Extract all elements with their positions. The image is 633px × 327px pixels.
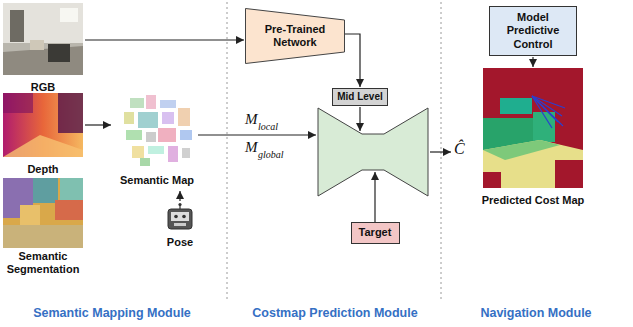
robot-icon-part — [174, 223, 186, 226]
cost-map-image — [483, 68, 583, 188]
semantic-map-image-part — [130, 98, 144, 108]
cost-map: Predicted Cost Map — [472, 68, 594, 208]
semantic-map-image-part — [180, 130, 192, 140]
semantic-map-image-part — [148, 146, 164, 154]
semantic-map-image-part — [138, 112, 158, 128]
rgb-image-part — [3, 3, 83, 75]
math-subscript: global — [258, 149, 284, 160]
bottleneck-network — [318, 108, 428, 196]
robot-icon-part — [174, 215, 178, 219]
semantic-map-image-part — [162, 112, 174, 124]
node-label: Semantic Map — [120, 174, 194, 187]
segmentation-image-part — [55, 200, 83, 220]
rgb-image-part — [10, 10, 24, 42]
cost-map-image-part — [500, 98, 532, 114]
depth-input: Depth — [2, 93, 84, 177]
encoder-trapezoid: Pre-Trained Network — [245, 8, 345, 64]
semantic-map: Semantic Map — [112, 92, 202, 188]
cost-map-image-part — [483, 140, 560, 160]
cost-map-image-part — [555, 160, 583, 188]
flow-arrow — [345, 34, 360, 87]
module-separator — [227, 2, 441, 300]
semantic-map-image-part — [140, 158, 150, 166]
segmentation-image-part — [20, 205, 40, 225]
flow-arrow-part — [359, 107, 360, 131]
flow-arrow — [85, 39, 244, 40]
rgb-image-part — [3, 46, 83, 75]
module-separator-part — [441, 2, 442, 300]
flow-arrow — [198, 107, 451, 222]
node-label: RGB — [31, 81, 55, 94]
node-label: Predicted Cost Map — [482, 194, 585, 207]
cost-map-image-part — [483, 68, 583, 188]
semantic-map-image-part — [168, 146, 178, 162]
math-symbol: Ĉ — [454, 140, 465, 158]
semantic-map-image-part — [182, 148, 190, 158]
segmentation-image-part — [60, 178, 83, 200]
depth-image-part — [3, 93, 33, 113]
semantic-map-image-part — [146, 132, 156, 142]
rgb-image-part — [60, 8, 78, 22]
module-title: Semantic Mapping Module — [12, 307, 212, 321]
node-label: Depth — [27, 163, 58, 176]
math-symbol: M — [245, 139, 258, 156]
cost-map-image-part — [483, 140, 583, 188]
process-box: Model Predictive Control — [489, 6, 577, 56]
node-label: Pre-Trained Network — [255, 23, 335, 49]
depth-image-part — [58, 93, 83, 133]
semantic-map-image-part — [158, 128, 176, 142]
segmentation-input: Semantic Segmentation — [2, 178, 84, 277]
rgb-input: RGB — [2, 3, 84, 95]
cost-map-image-part — [532, 96, 552, 128]
semantic-map-image-part — [146, 95, 156, 109]
robot-icon — [168, 203, 192, 229]
math-symbol: M — [245, 111, 258, 128]
semantic-map-image-part — [178, 108, 190, 126]
node-label: Target — [359, 226, 392, 239]
module-title: Costmap Prediction Module — [230, 307, 440, 321]
segmentation-image-part — [33, 178, 58, 203]
pose-input: Pose — [160, 204, 200, 250]
node-label: Mid Level — [337, 91, 383, 103]
module-title: Navigation Module — [443, 307, 629, 321]
rgb-image-part — [30, 40, 44, 50]
process-box: Target — [351, 222, 400, 244]
trapezoid-shape — [246, 9, 345, 64]
process-box: Mid Level — [332, 88, 388, 106]
node-label: Pose — [167, 236, 193, 249]
semantic-map-image-part — [126, 130, 142, 140]
node-label: Model Predictive Control — [497, 11, 569, 51]
cost-map-image-part — [483, 172, 501, 188]
depth-image — [3, 93, 83, 157]
cost-map-image-part — [532, 96, 565, 108]
flow-arrow-part — [430, 151, 451, 152]
rgb-image-part — [48, 44, 70, 62]
semantic-map-image — [124, 95, 192, 166]
segmentation-image-part — [3, 178, 83, 248]
depth-image-part — [3, 93, 83, 157]
robot-icon-part — [168, 209, 192, 229]
robot-icon-part — [171, 212, 189, 221]
depth-image-part — [3, 135, 83, 157]
cost-map-image-part — [532, 96, 562, 116]
flow-arrow-part — [374, 172, 375, 222]
semantic-map-image-part — [124, 112, 134, 124]
semantic-map-image-part — [160, 100, 176, 108]
flow-arrow — [85, 124, 111, 125]
robot-icon-part — [182, 215, 186, 219]
flow-arrow-part — [198, 134, 316, 135]
segmentation-image-part — [3, 225, 83, 248]
bottleneck-network-part — [318, 108, 428, 196]
node-label: Semantic Segmentation — [2, 250, 84, 276]
rgb-image — [3, 3, 83, 75]
flow-arrow — [179, 191, 180, 201]
math-subscript: local — [258, 121, 278, 132]
semantic-map-image-part — [132, 146, 144, 158]
robot-icon-part — [178, 203, 181, 206]
rgb-image-part — [3, 3, 83, 43]
flow-arrow — [532, 57, 533, 67]
segmentation-image — [3, 178, 83, 248]
module-separator-part — [227, 2, 228, 300]
